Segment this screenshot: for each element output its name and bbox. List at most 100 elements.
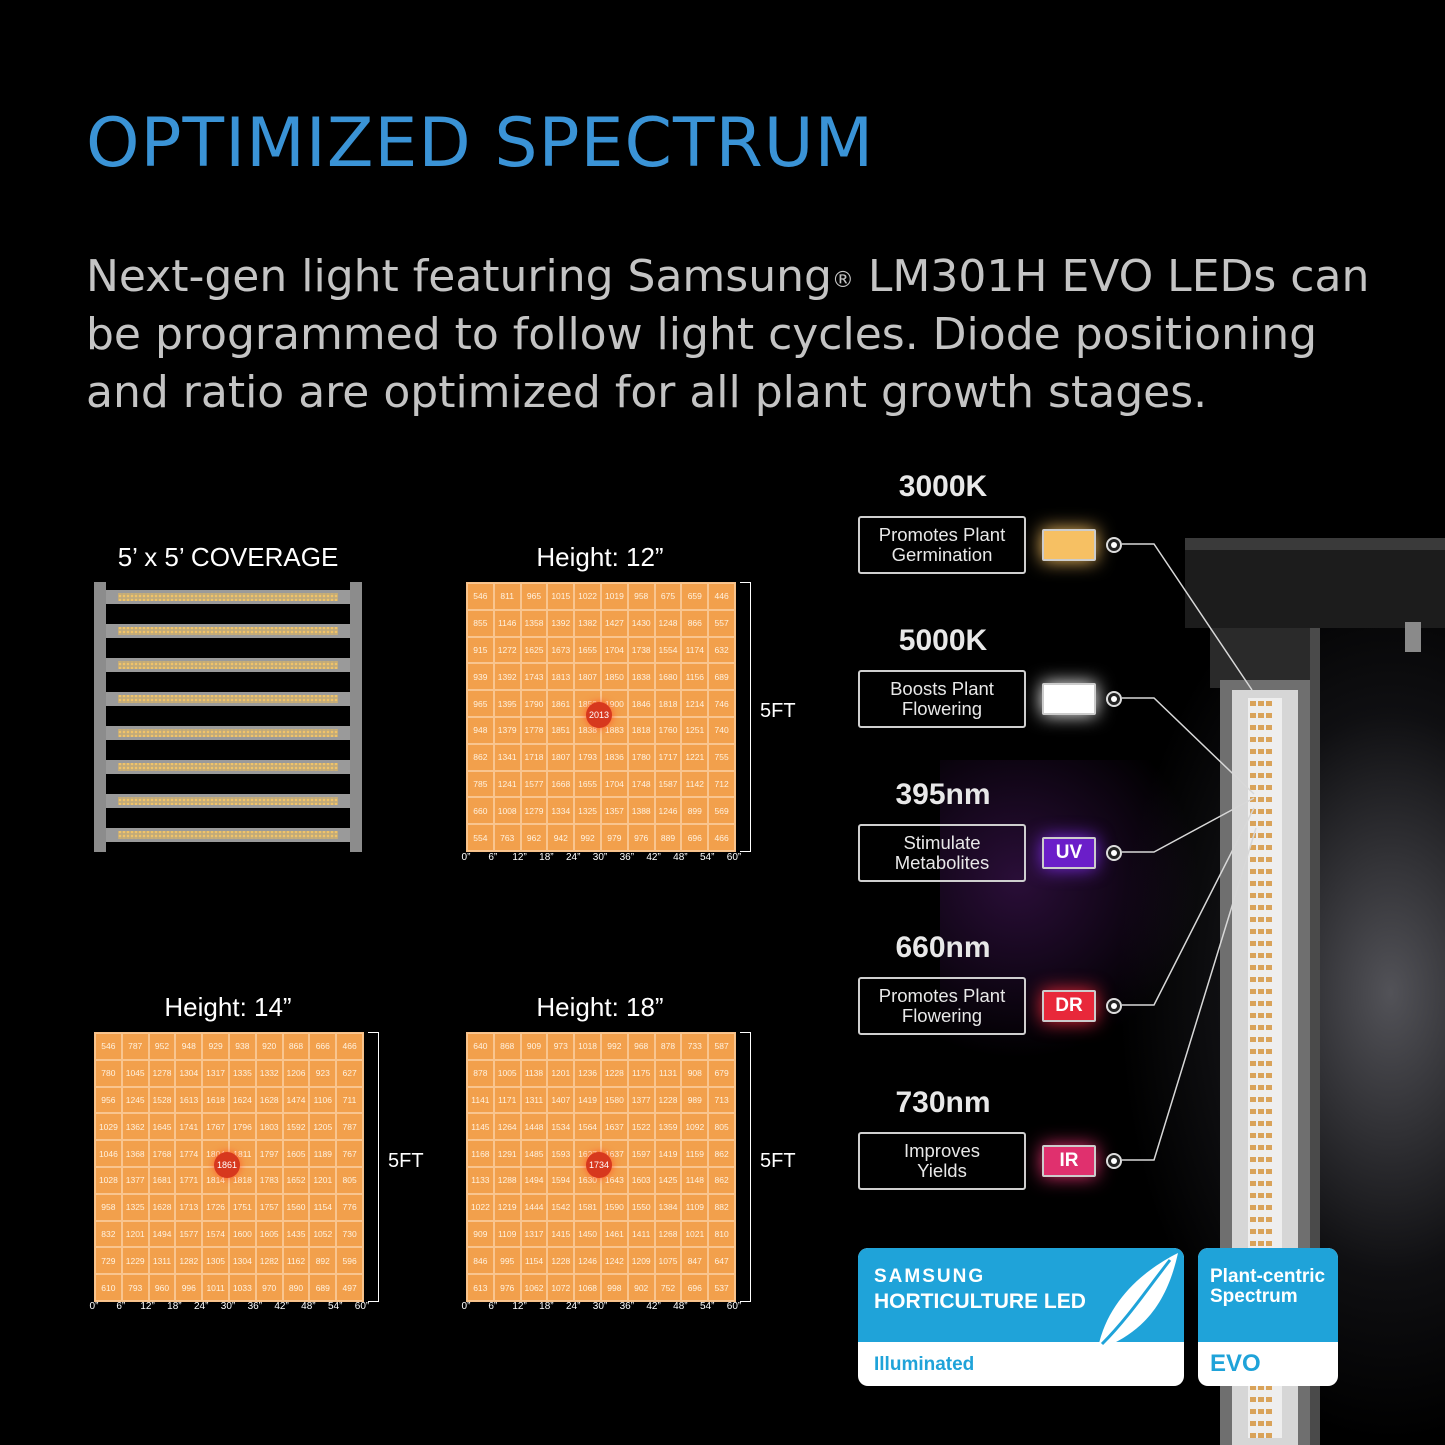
x-tick-label: 12” [140, 1301, 155, 1312]
ppfd-cell: 1655 [574, 636, 601, 664]
ppfd-cell: 1851 [547, 716, 575, 744]
ppfd-cell: 976 [627, 824, 655, 851]
ppfd-cell: 1019 [600, 583, 628, 610]
x-tick-label: 18” [539, 852, 554, 863]
ppfd-cell: 989 [681, 1086, 709, 1114]
map-12-x-axis: 0”6”12”18”24”30”36”42”48”54”60” [462, 852, 766, 866]
ppfd-cell: 868 [282, 1033, 310, 1060]
ppfd-cell: 1780 [627, 743, 655, 771]
ppfd-cell: 1028 [95, 1166, 122, 1194]
ppfd-cell: 948 [175, 1033, 203, 1060]
ppfd-cell: 908 [681, 1059, 709, 1087]
ppfd-cell: 1268 [654, 1220, 682, 1248]
ppfd-cell: 1021 [681, 1220, 709, 1248]
ppfd-cell: 1279 [520, 797, 548, 825]
ppfd-cell: 1359 [654, 1113, 682, 1141]
diode-chip-ir: IR [1042, 1145, 1096, 1177]
ppfd-cell: 909 [467, 1220, 494, 1248]
ppfd-cell: 1282 [255, 1247, 283, 1275]
ppfd-cell: 1201 [309, 1166, 337, 1194]
x-tick-label: 12” [512, 852, 527, 863]
ppfd-cell: 1681 [148, 1166, 176, 1194]
ppfd-cell: 1577 [175, 1220, 203, 1248]
ppfd-cell: 689 [309, 1274, 337, 1301]
ppfd-cell: 1205 [309, 1113, 337, 1141]
ppfd-cell: 1419 [574, 1086, 601, 1114]
ppfd-cell: 785 [467, 770, 494, 798]
ppfd-cell: 882 [708, 1193, 735, 1221]
ppfd-cell: 1783 [255, 1166, 283, 1194]
ppfd-cell: 647 [708, 1247, 735, 1275]
ppfd-cell: 557 [708, 609, 735, 637]
ppfd-cell: 1175 [627, 1059, 655, 1087]
diode-desc-line1: Promotes Plant [878, 985, 1006, 1006]
ppfd-cell: 1332 [255, 1059, 283, 1087]
ppfd-center-18in: 1734 [586, 1152, 612, 1178]
ppfd-cell: 1425 [654, 1166, 682, 1194]
ppfd-cell: 537 [708, 1274, 735, 1301]
x-tick-label: 36” [247, 1301, 263, 1312]
ppfd-cell: 973 [547, 1033, 575, 1060]
diode-wavelength: 5000K [898, 624, 988, 657]
ppfd-cell: 1435 [282, 1220, 310, 1248]
desc-line1-post: LM301H EVO LEDs can [853, 251, 1370, 302]
ppfd-cell: 923 [309, 1059, 337, 1087]
ppfd-cell: 1379 [493, 716, 521, 744]
ppfd-cell: 1415 [547, 1220, 575, 1248]
ppfd-cell: 915 [467, 636, 494, 664]
x-tick-label: 24” [565, 852, 581, 863]
diode-wavelength: 660nm [895, 931, 991, 964]
x-tick-label: 12” [512, 1301, 527, 1312]
ppfd-cell: 1448 [520, 1113, 548, 1141]
ppfd-cell: 1628 [255, 1086, 283, 1114]
ppfd-cell: 889 [654, 824, 682, 851]
ppfd-cell: 1159 [681, 1140, 709, 1167]
ppfd-cell: 610 [95, 1274, 122, 1301]
diode-description-box: Promotes Plant Flowering [858, 977, 1026, 1035]
diode-desc-line2: Yields [917, 1160, 967, 1181]
ppfd-cell: 546 [467, 583, 494, 610]
ppfd-cell: 1407 [547, 1086, 575, 1114]
page-title: OPTIMIZED SPECTRUM [86, 104, 875, 183]
ppfd-cell: 1358 [520, 609, 548, 637]
ppfd-cell: 1209 [627, 1247, 655, 1275]
ppfd-cell: 1618 [202, 1086, 229, 1114]
ppfd-cell: 1726 [202, 1193, 229, 1221]
x-tick-label: 18” [539, 1301, 554, 1312]
ppfd-cell: 666 [309, 1033, 337, 1060]
x-tick-label: 36” [619, 1301, 635, 1312]
ppfd-cell: 1534 [547, 1113, 575, 1141]
ppfd-cell: 1392 [547, 609, 575, 637]
ppfd-cell: 627 [336, 1059, 363, 1087]
ppfd-cell: 1807 [574, 663, 601, 691]
x-tick-label: 48” [673, 852, 688, 863]
badge-footer: EVO [1210, 1350, 1261, 1377]
ppfd-cell: 1388 [627, 797, 655, 825]
x-tick-label: 0” [89, 1301, 99, 1312]
ppfd-cell: 899 [681, 797, 709, 825]
ppfd-cell: 1605 [282, 1140, 310, 1167]
ppfd-cell: 1335 [228, 1059, 256, 1087]
ppfd-cell: 976 [493, 1274, 521, 1301]
ppfd-cell: 1278 [148, 1059, 176, 1087]
ppfd-center-12in: 2013 [586, 702, 612, 728]
ppfd-cell: 1580 [600, 1086, 628, 1114]
ppfd-cell: 712 [708, 770, 735, 798]
x-tick-label: 42” [274, 1301, 289, 1312]
map-14-side-label: 5FT [388, 1150, 424, 1172]
ppfd-cell: 1718 [520, 743, 548, 771]
connector-lines [1122, 543, 1257, 1161]
ppfd-cell: 713 [708, 1086, 735, 1114]
ppfd-cell: 1018 [574, 1033, 601, 1060]
diode-desc-line2: Germination [891, 544, 993, 565]
ppfd-cell: 1411 [627, 1220, 655, 1248]
ppfd-cell: 810 [708, 1220, 735, 1248]
ppfd-cell: 793 [121, 1274, 149, 1301]
diode-description-box: Boosts Plant Flowering [858, 670, 1026, 728]
ppfd-cell: 948 [467, 716, 494, 744]
ppfd-cell: 1317 [520, 1220, 548, 1248]
ppfd-cell: 970 [255, 1274, 283, 1301]
ppfd-cell: 805 [708, 1113, 735, 1141]
ppfd-cell: 958 [627, 583, 655, 610]
